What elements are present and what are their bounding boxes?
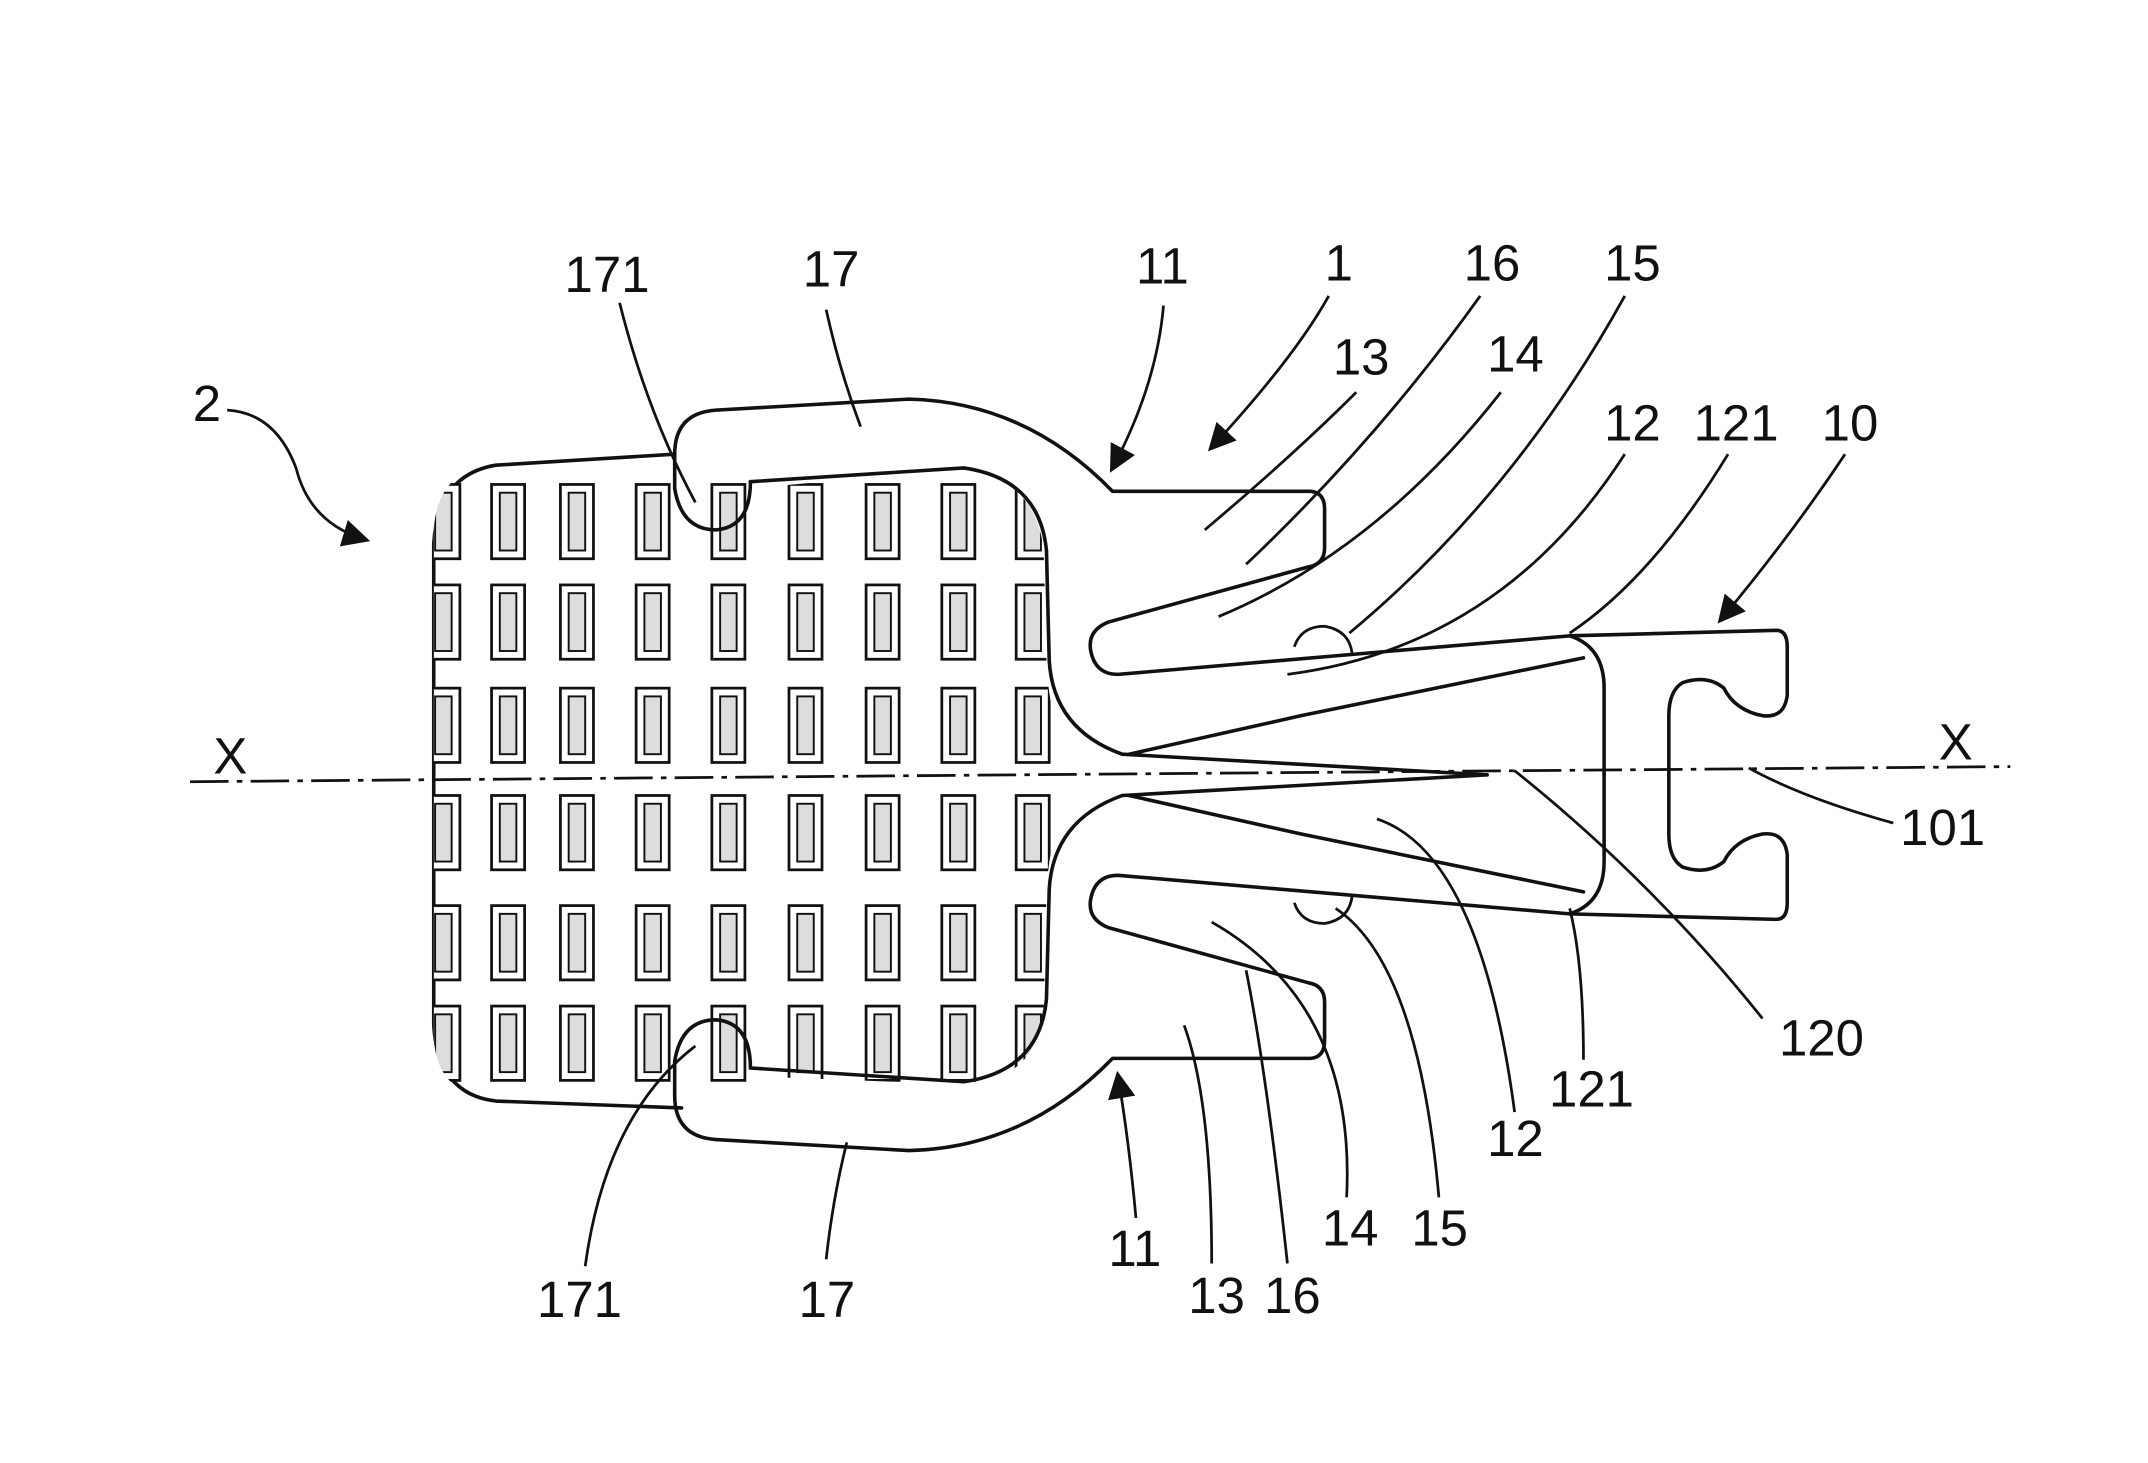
- contact-cavity-inner: [719, 491, 738, 552]
- label-15-top: 15: [1604, 235, 1661, 292]
- counter-part-10: [1567, 628, 1790, 922]
- contact-cavity-inner: [796, 592, 815, 652]
- clip-upper: [672, 397, 1606, 777]
- contact-cavity-inner: [434, 802, 453, 863]
- contact-cavity-inner: [567, 802, 587, 863]
- contact-cavity-inner: [1023, 592, 1042, 652]
- contact-cavity-inner: [949, 695, 968, 756]
- contact-cavity-inner: [796, 695, 815, 756]
- contact-cavity-inner: [643, 592, 662, 652]
- contact-cavity-inner: [434, 491, 453, 552]
- contact-cavity-inner: [434, 592, 453, 652]
- label-13-top: 13: [1333, 328, 1390, 385]
- contact-cavity-inner: [719, 695, 738, 756]
- contact-cavity-inner: [949, 1013, 968, 1074]
- contact-cavity-inner: [434, 695, 453, 756]
- label-11-top: 11: [1136, 238, 1189, 295]
- label-101: 101: [1900, 799, 1985, 856]
- label-171-top: 171: [565, 246, 650, 303]
- contact-cavity-inner: [873, 592, 892, 652]
- label-13-bottom: 13: [1188, 1267, 1245, 1324]
- contact-cavity-inner: [498, 1013, 518, 1074]
- label-16-bottom: 16: [1264, 1267, 1321, 1324]
- contact-cavity-inner: [643, 695, 662, 756]
- contact-cavity-inner: [567, 1013, 587, 1074]
- contact-cavity-inner: [949, 912, 968, 973]
- contact-cavity-inner: [796, 491, 815, 552]
- contact-cavity-inner: [567, 592, 587, 652]
- label-120: 120: [1779, 1010, 1864, 1067]
- contact-cavity-inner: [498, 695, 518, 756]
- contact-cavity-inner: [498, 491, 518, 552]
- contact-cavity-inner: [949, 592, 968, 652]
- contact-cavity-inner: [643, 1013, 662, 1074]
- contact-cavity-inner: [873, 695, 892, 756]
- contact-cavity-inner: [796, 912, 815, 973]
- contact-cavity-inner: [719, 912, 738, 973]
- contact-cavity-inner: [498, 802, 518, 863]
- contact-cavity-inner: [796, 802, 815, 863]
- contact-cavity-inner: [719, 1013, 738, 1074]
- label-10: 10: [1822, 394, 1879, 451]
- contact-cavity-inner: [873, 491, 892, 552]
- contact-cavity-inner: [434, 912, 453, 973]
- contact-cavity-inner: [949, 802, 968, 863]
- label-1: 1: [1325, 235, 1353, 292]
- label-x-right: X: [1939, 714, 1973, 771]
- axis-x: [190, 765, 2011, 784]
- label-171-bottom: 171: [537, 1271, 622, 1328]
- contact-cavity-inner: [796, 1013, 815, 1074]
- contact-cavity-inner: [1023, 695, 1042, 756]
- contact-cavity-inner: [873, 1013, 892, 1074]
- label-16-top: 16: [1464, 235, 1521, 292]
- contact-cavity-inner: [498, 912, 518, 973]
- label-121-top: 121: [1694, 394, 1779, 451]
- label-2: 2: [193, 375, 221, 432]
- contact-cavity-inner: [498, 592, 518, 652]
- label-14-top: 14: [1487, 326, 1544, 383]
- contact-cavity-inner: [1023, 802, 1042, 863]
- contact-cavity-inner: [567, 695, 587, 756]
- label-11-bottom: 11: [1108, 1220, 1161, 1277]
- contact-cavity-inner: [719, 802, 738, 863]
- contact-cavity-inner: [873, 802, 892, 863]
- label-x-left: X: [213, 727, 247, 784]
- contact-cavity-inner: [719, 592, 738, 652]
- contact-cavity-inner: [643, 491, 662, 552]
- contact-cavity-inner: [567, 491, 587, 552]
- label-15-bottom: 15: [1411, 1200, 1468, 1257]
- leader-lines: [227, 295, 1894, 1267]
- label-121-bottom: 121: [1549, 1061, 1634, 1118]
- label-12-bottom: 12: [1487, 1110, 1544, 1167]
- contact-cavity-inner: [873, 912, 892, 973]
- contact-cavity-inner: [643, 802, 662, 863]
- contact-cavity-inner: [949, 491, 968, 552]
- contact-cavity-inner: [643, 912, 662, 973]
- label-17-bottom: 17: [799, 1271, 856, 1328]
- label-12-top: 12: [1604, 394, 1661, 451]
- label-17-top: 17: [803, 240, 860, 297]
- contact-cavity-inner: [1023, 912, 1042, 973]
- reference-labels: 171 17 11 1 16 15 13 14 2 12 121 10 X X …: [193, 235, 1985, 1328]
- contact-cavity-inner: [434, 1013, 453, 1074]
- contact-cavity-inner: [567, 912, 587, 973]
- clip-lower: [672, 773, 1606, 1153]
- label-14-bottom: 14: [1322, 1200, 1379, 1257]
- connector-body: [431, 452, 1051, 1110]
